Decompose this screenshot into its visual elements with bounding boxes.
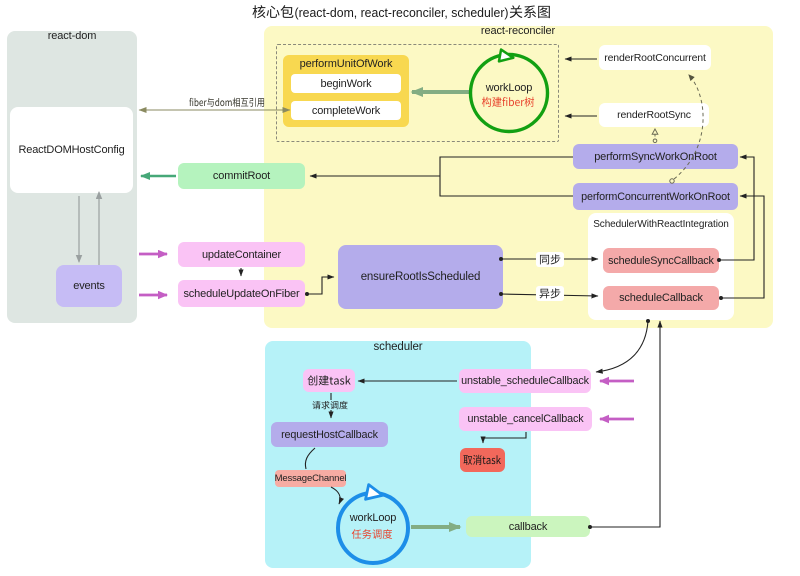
svg-text:(react-dom, react-reconciler,: (react-dom, react-reconciler, scheduler) [295,5,509,20]
